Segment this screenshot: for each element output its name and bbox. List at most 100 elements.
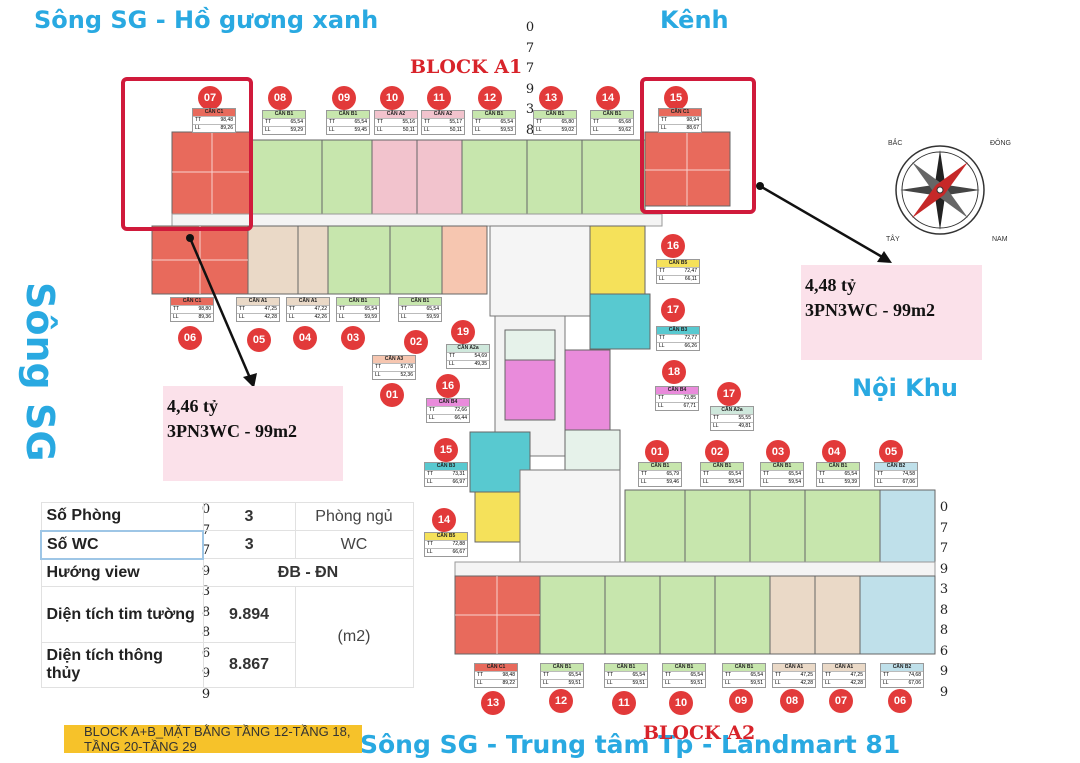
area-kind: TT: [427, 541, 434, 547]
unit-a1-08-plan: [251, 139, 323, 215]
unit-number-badge: 07: [198, 86, 222, 110]
unit-number-badge: 08: [268, 86, 292, 110]
area-kind: TT: [239, 306, 246, 312]
area-value: 73,85: [683, 395, 696, 401]
area-value: 54,69: [474, 353, 487, 359]
price-value: 4,48 tỷ: [805, 275, 856, 295]
unit-number-badge: 14: [596, 86, 620, 110]
unit-area-row: LL 42,26: [287, 313, 329, 321]
unit-type: CĂN B1: [534, 111, 576, 118]
area-kind: TT: [424, 119, 431, 125]
label-bottom: Sông SG - Trung tâm Tp - Landmart 81: [360, 730, 901, 759]
unit-number-badge: 13: [539, 86, 563, 110]
unit-type: CĂN B1: [761, 463, 803, 470]
unit-type: CĂN B5: [425, 533, 467, 540]
area-kind: TT: [819, 471, 826, 477]
unit-number-badge: 16: [436, 374, 460, 398]
area-kind: LL: [665, 680, 671, 686]
unit-number-badge: 01: [380, 383, 404, 407]
unit-a2-06-plan: [859, 575, 936, 655]
area-value: 65,54: [728, 471, 741, 477]
unit-a2-07-plan: [814, 575, 861, 655]
unit-type: CĂN A2: [375, 111, 417, 118]
area-value: 65,54: [568, 672, 581, 678]
phone-digit: 7: [525, 61, 535, 76]
price-spec: 3PN3WC - 99m2: [167, 421, 297, 441]
phone-digit: 9: [939, 561, 949, 577]
unit-number-badge: 13: [481, 691, 505, 715]
table-row: Số Phòng 3 Phòng ngủ: [40, 502, 414, 531]
unit-number-badge: 08: [780, 689, 804, 713]
label-top-right: Kênh: [660, 6, 729, 34]
compass-north: BẮC: [888, 140, 903, 147]
unit-type: CĂN A1: [773, 664, 815, 671]
area-value: 72,88: [452, 541, 465, 547]
area-kind: LL: [424, 127, 430, 133]
phone-digit: 7: [939, 541, 949, 556]
area-value: 42,26: [314, 314, 327, 320]
area-kind: LL: [775, 680, 781, 686]
area-kind: LL: [427, 479, 433, 485]
unit-type: CĂN C1: [171, 298, 213, 305]
area-kind: LL: [339, 314, 345, 320]
area-kind: TT: [703, 471, 710, 477]
unit-number-badge: 18: [662, 360, 686, 384]
area-value: 55,55: [738, 415, 751, 421]
area-kind: LL: [536, 127, 542, 133]
area-value: 65,54: [844, 471, 857, 477]
unit-area-row: TT 72,88: [425, 540, 467, 548]
unit-type: CĂN B1: [663, 664, 705, 671]
area-kind: TT: [329, 119, 336, 125]
unit-number-badge: 05: [247, 328, 271, 352]
highlight-a1-07: [121, 77, 253, 231]
compass-east: ĐÔNG: [990, 140, 1011, 147]
area-kind: LL: [713, 423, 719, 429]
compass-rose: [895, 145, 985, 235]
unit-a2-11-plan: [604, 575, 661, 655]
unit-number-badge: 09: [729, 689, 753, 713]
unit-mid-17-plan: [564, 429, 621, 471]
unit-number-badge: 12: [478, 86, 502, 110]
unit-type: CĂN A1: [287, 298, 329, 305]
area-value: 57,78: [400, 364, 413, 370]
unit-a1-02-plan: [389, 225, 443, 295]
unit-a2-01-plan: [624, 489, 686, 563]
wc-value: 3: [202, 530, 296, 559]
area-value: 42,28: [850, 680, 863, 686]
rooms-value: 3: [202, 502, 296, 531]
area-value: 59,54: [728, 479, 741, 485]
area-value: 67,06: [908, 680, 921, 686]
phone-digit: 9: [525, 81, 535, 97]
area-value: 65,54: [364, 306, 377, 312]
price-value: 4,46 tỷ: [167, 396, 218, 416]
area-kind: LL: [543, 680, 549, 686]
area-value: 65,54: [500, 119, 513, 125]
unit-type: CĂN A3: [373, 356, 415, 363]
unit-type: CĂN B4: [427, 399, 469, 406]
area-kind: LL: [265, 127, 271, 133]
phone-digit: 8: [939, 623, 949, 638]
area-kind: LL: [375, 372, 381, 378]
area-kind: LL: [289, 314, 295, 320]
unit-mid-14-plan: [474, 491, 521, 543]
unit-type: CĂN B5: [657, 260, 699, 267]
phone-digit: 0: [939, 500, 949, 515]
